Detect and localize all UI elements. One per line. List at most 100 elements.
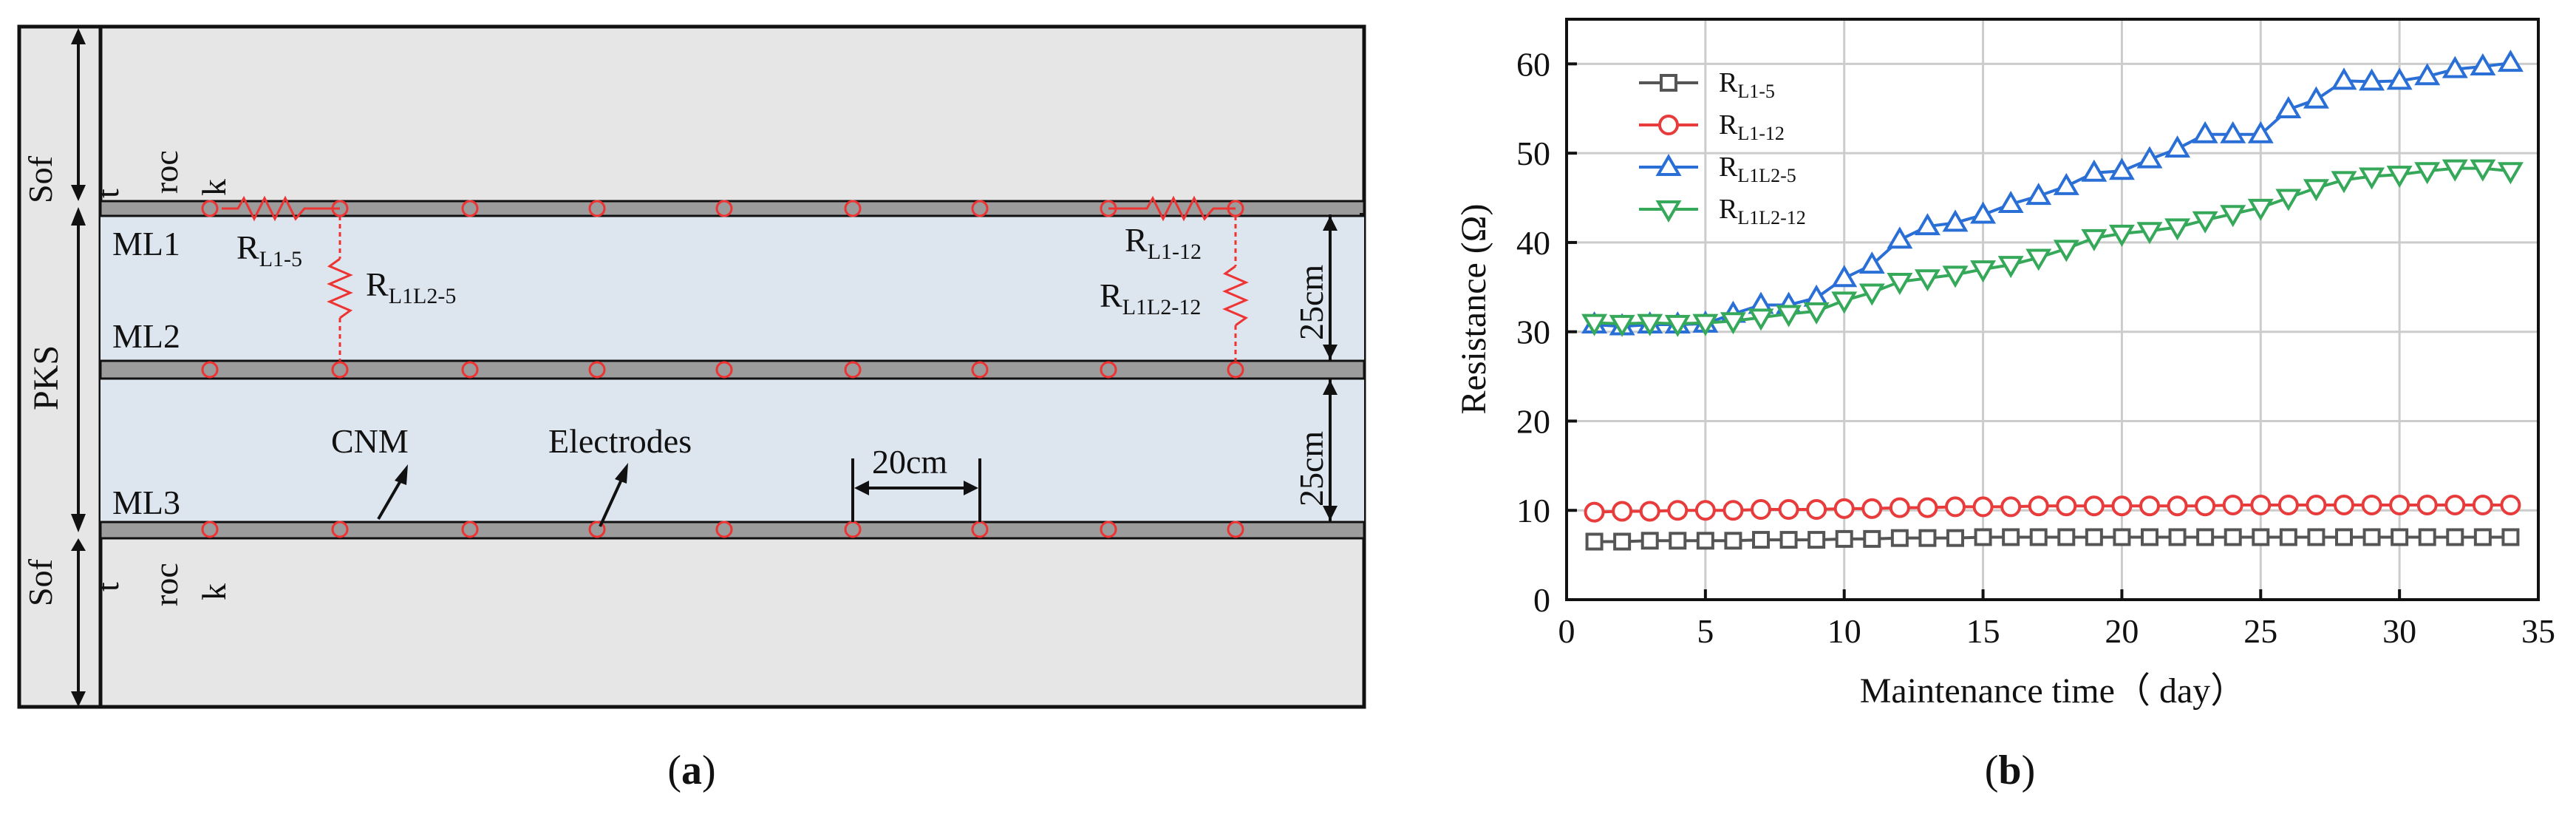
electrode-marker	[844, 361, 862, 379]
data-point	[2139, 495, 2160, 517]
y-tick-label: 60	[1516, 45, 1550, 83]
data-point	[1835, 529, 1853, 548]
data-point	[1970, 260, 1997, 283]
data-point	[1640, 532, 1659, 550]
data-point	[2164, 218, 2191, 241]
data-point	[2359, 167, 2385, 190]
y-tick-label: 0	[1533, 581, 1550, 619]
data-point	[1831, 291, 1858, 314]
x-tick-label: 30	[2382, 612, 2416, 650]
thickness-dimension-2	[1323, 379, 1338, 522]
data-point	[1997, 256, 2024, 279]
data-point	[1833, 498, 1855, 519]
data-point	[1752, 531, 1770, 549]
y-tick-label: 50	[1516, 135, 1550, 172]
data-point	[2306, 494, 2327, 515]
data-point	[2497, 50, 2524, 72]
data-point	[1724, 532, 1742, 550]
x-tick-label: 20	[2105, 612, 2139, 650]
data-point	[2331, 67, 2357, 90]
spacing-dimension	[851, 458, 981, 522]
data-point	[1974, 528, 1992, 546]
data-point	[2331, 171, 2357, 194]
x-tick-label: 15	[1966, 612, 2000, 650]
data-point	[1946, 529, 1964, 547]
thickness-dimension-1	[1323, 213, 1364, 361]
electrode-marker	[971, 200, 989, 217]
data-point	[2083, 495, 2105, 517]
data-point	[1890, 529, 1909, 547]
data-point	[1751, 499, 1771, 521]
series-line	[1594, 166, 2511, 325]
data-point	[1945, 496, 1966, 518]
data-point	[1997, 191, 2024, 213]
soft-rock-bottom-arrow	[71, 538, 86, 707]
electrode-marker	[201, 200, 219, 217]
data-point	[1970, 201, 1997, 224]
data-point	[2444, 494, 2466, 515]
electrode-marker	[201, 361, 219, 379]
ml3-label: ML3	[112, 484, 180, 521]
electrode-marker	[971, 361, 989, 379]
data-point	[1664, 314, 1691, 337]
electrode-marker	[1100, 521, 1117, 538]
soft-rock-label-bottom-k: k	[195, 583, 233, 600]
electrode-marker	[1100, 361, 1117, 379]
x-tick-label: 5	[1697, 612, 1714, 650]
data-point	[1720, 312, 1746, 335]
data-point	[2386, 166, 2413, 189]
data-point	[2081, 228, 2108, 251]
data-point	[2220, 121, 2246, 143]
data-point	[2002, 528, 2020, 546]
data-point	[2250, 494, 2272, 515]
series-line	[1594, 535, 2511, 543]
spacing-label: 20cm	[872, 443, 947, 481]
data-point	[2220, 205, 2246, 228]
data-point	[2224, 528, 2242, 546]
ml2-label: ML2	[112, 317, 180, 355]
data-point	[2359, 68, 2385, 91]
series-line	[1594, 503, 2511, 514]
resistor-l1l2-12-label: RL1L2-12	[1100, 277, 1201, 319]
data-point	[2252, 528, 2270, 546]
data-point	[1612, 501, 1633, 522]
data-point	[2028, 495, 2049, 517]
data-point	[1585, 532, 1604, 551]
data-point	[1779, 531, 1798, 549]
data-point	[2501, 528, 2520, 546]
data-point	[2025, 183, 2052, 206]
soft-rock-label-top-t: t	[88, 189, 126, 198]
data-point	[1723, 500, 1744, 521]
data-point	[1942, 209, 1969, 232]
ml1-label: ML1	[112, 225, 180, 262]
data-point	[2025, 248, 2052, 271]
electrodes-pointer-arrow	[599, 463, 628, 527]
thickness-label-1: 25cm	[1292, 265, 1330, 340]
data-point	[1803, 302, 1830, 325]
thickness-label-2: 25cm	[1292, 431, 1330, 506]
legend-marker	[1660, 74, 1677, 92]
electrode-marker	[1227, 521, 1244, 538]
data-point	[2275, 96, 2302, 118]
resistor-l1l2-5-label: RL1L2-5	[366, 265, 456, 308]
data-point	[2334, 494, 2354, 515]
data-point	[1914, 213, 1940, 236]
data-point	[1858, 283, 1885, 306]
resistor-l1l2-5-symbol	[327, 257, 353, 319]
data-point	[2416, 494, 2438, 515]
y-tick-label: 10	[1516, 492, 1550, 529]
data-point	[2108, 157, 2135, 180]
data-point	[2500, 494, 2521, 515]
data-point	[1778, 499, 1799, 521]
data-point	[1914, 269, 1940, 292]
electrodes-group	[201, 200, 1244, 538]
legend-label: RL1L2-5	[1719, 152, 1796, 186]
electrodes-label: Electrodes	[548, 422, 692, 460]
y-axis-label: Resistance (Ω)	[1454, 204, 1493, 415]
data-point	[2053, 240, 2079, 262]
electrode-marker	[1227, 361, 1244, 379]
data-point	[1694, 500, 1716, 521]
soft-rock-label-top-roc: roc	[147, 150, 185, 194]
x-tick-label: 25	[2243, 612, 2277, 650]
